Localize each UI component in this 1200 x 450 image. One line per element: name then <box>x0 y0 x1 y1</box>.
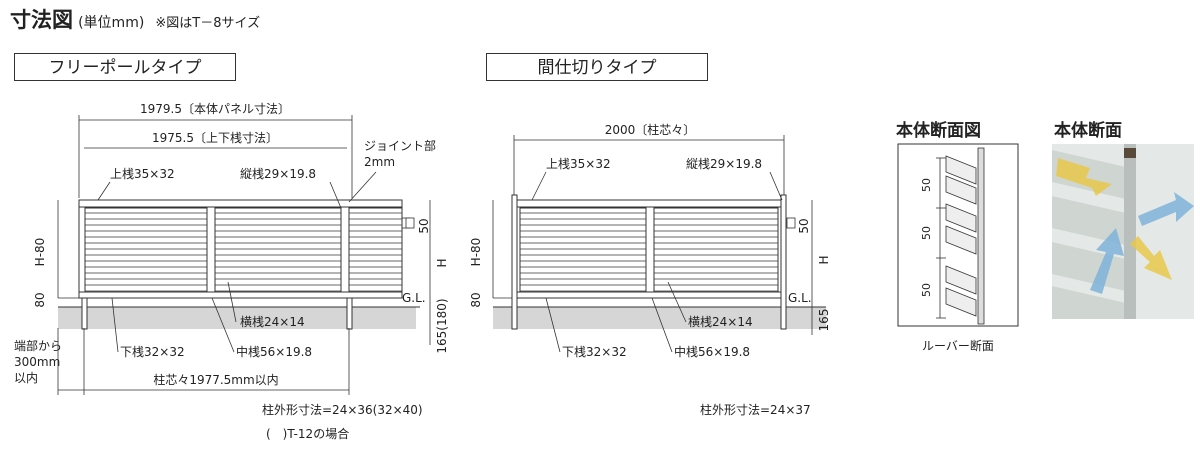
leader-line <box>329 181 342 209</box>
leader-line <box>531 171 547 201</box>
section-photo-title: 本体断面 <box>1054 121 1122 141</box>
joint-label-1: ジョイント部 <box>364 138 436 153</box>
section-slat <box>945 225 977 255</box>
leader-line <box>211 297 235 353</box>
joint-label-2: 2mm <box>364 155 395 169</box>
mid-stile-left-2 <box>340 206 350 299</box>
leader-line <box>545 297 561 353</box>
rail-width-label: 1975.5〔上下桟寸法〕 <box>152 131 278 145</box>
h-label-left: H <box>435 258 449 267</box>
section-slat <box>945 287 977 317</box>
section-slat <box>945 155 977 185</box>
free-pole-diagram: 1979.5〔本体パネル寸法〕 1975.5〔上下桟寸法〕 ジョイント部 2mm… <box>14 102 449 441</box>
h-label-right: H <box>817 255 831 264</box>
rail-h-label-left: 横桟24×14 <box>240 315 305 329</box>
stile-label-right: 縦桟29×19.8 <box>686 157 762 171</box>
louver-panel-3 <box>348 207 403 293</box>
top-rail-label-left: 上桟35×32 <box>110 167 175 181</box>
burial-label-right: 165 <box>817 309 831 332</box>
photo-slat <box>1052 196 1130 246</box>
mid-stile-left-1 <box>206 206 216 299</box>
sun-arrow-lower <box>1130 236 1172 280</box>
gl-label-right: G.L. <box>788 291 812 305</box>
pitch-label-right: 2000〔柱芯々〕 <box>605 122 696 137</box>
bottom-rail-label-right: 下桟32×32 <box>562 345 627 359</box>
post-size-note-left: ( )T-12の場合 <box>266 426 349 441</box>
section-slat <box>945 203 977 233</box>
mid-stile-right <box>645 206 655 299</box>
leader-line <box>111 297 119 353</box>
size-note: ※図はT－8サイズ <box>155 16 261 31</box>
louver-panel-5 <box>653 207 779 293</box>
photo-post <box>1124 144 1136 319</box>
bottom-rail-left <box>78 291 403 299</box>
louver-panel-4 <box>519 207 647 293</box>
end-distance-label-2: 300mm <box>14 355 60 369</box>
h80-label-left: H-80 <box>33 238 47 267</box>
type-label-free-pole: フリーポールタイプ <box>14 53 236 81</box>
bottom-rail-label-left: 下桟32×32 <box>120 345 185 359</box>
top-rail-label-right: 上桟35×32 <box>546 157 611 171</box>
rail-h-label-right: 横桟24×14 <box>688 315 753 329</box>
mid-rail-label-right: 中桟56×19.8 <box>674 344 750 359</box>
post-size-label-right: 柱外形寸法=24×37 <box>700 402 811 417</box>
leader-line <box>348 171 377 203</box>
end-distance-label-3: 以内 <box>14 371 38 385</box>
h80-label-right: H-80 <box>469 238 483 267</box>
type-label-partition: 間仕切りタイプ <box>486 53 708 81</box>
post-right-1 <box>511 194 518 330</box>
sun-arrow-upper <box>1056 158 1112 196</box>
post-right-2 <box>780 194 787 330</box>
ground-left <box>58 307 416 329</box>
louver-pitch-mark <box>786 217 796 229</box>
photo-slat <box>1052 286 1130 319</box>
post-left-1 <box>81 297 88 330</box>
section-drawing-title: 本体断面図 <box>896 121 981 141</box>
burial-label-left: 165(180) <box>435 298 449 353</box>
end-distance-label-1: 端部から <box>14 338 62 353</box>
section-slat <box>945 265 977 295</box>
v80-label-right: 80 <box>469 292 483 307</box>
post-left-2 <box>346 297 353 330</box>
title-text: 寸法図 <box>10 8 73 32</box>
v50-label-left: 50 <box>417 218 431 233</box>
post-pitch-label: 柱芯々1977.5mm以内 <box>153 372 278 387</box>
panel-width-label: 1979.5〔本体パネル寸法〕 <box>140 102 290 116</box>
mid-rail-label-left: 中桟56×19.8 <box>236 344 312 359</box>
section-dim-2: 50 <box>920 226 933 240</box>
leader-line <box>769 171 783 201</box>
section-post <box>977 147 985 325</box>
top-rail-left <box>78 199 403 208</box>
section-slat <box>945 175 977 205</box>
louver-section-drawing: 50 50 50 ルーバー断面 <box>897 143 1019 353</box>
partition-diagram: 2000〔柱芯々〕 上桟35×32 縦桟29×19.8 H-80 80 50 H… <box>469 122 831 417</box>
louver-pitch-mark <box>405 217 415 229</box>
top-rail-right <box>516 199 782 208</box>
section-dim-3: 50 <box>920 283 933 297</box>
bottom-rail-right <box>516 291 782 299</box>
v50-label-right: 50 <box>797 218 811 233</box>
wind-arrow-left <box>1090 228 1124 294</box>
section-photo <box>1052 144 1194 319</box>
leader-line <box>651 297 673 353</box>
leader-line <box>227 281 237 323</box>
section-caption: ルーバー断面 <box>922 338 994 353</box>
photo-slat <box>1052 242 1130 292</box>
unit-label: (単位mm) <box>78 15 145 31</box>
gl-label-left: G.L. <box>402 291 426 305</box>
wind-arrow-right <box>1138 192 1194 226</box>
leader-line <box>667 281 687 323</box>
section-dim-1: 50 <box>920 178 933 192</box>
louver-panel-2 <box>214 207 342 293</box>
louver-panel-1 <box>84 207 208 293</box>
v80-label-left: 80 <box>33 292 47 307</box>
page-title: 寸法図 (単位mm) ※図はT－8サイズ <box>10 4 260 34</box>
stile-label-left: 縦桟29×19.8 <box>240 167 316 181</box>
leader-line <box>97 181 111 201</box>
post-size-label-left: 柱外形寸法=24×36(32×40) <box>262 402 423 417</box>
photo-cap <box>1124 148 1136 158</box>
